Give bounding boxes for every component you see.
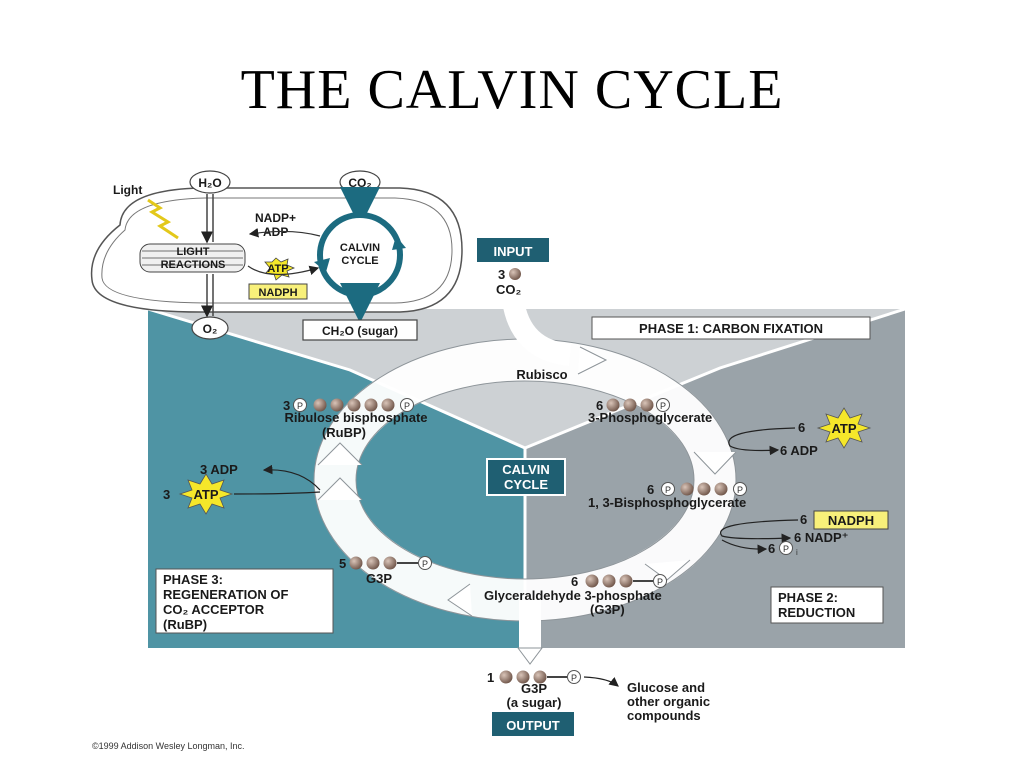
- phase2-label-2: REDUCTION: [778, 605, 855, 620]
- phase3-label-3: CO₂ ACCEPTOR: [163, 602, 265, 617]
- phase3-atp-count: 3: [163, 487, 170, 502]
- rubisco-label: Rubisco: [516, 367, 567, 382]
- phase3-label-1: PHASE 3:: [163, 572, 223, 587]
- g3p-molecule: 6 P Glyceraldehyde 3-phosphate (G3P): [484, 574, 667, 617]
- rubp-name: Ribulose bisphosphate: [284, 410, 427, 425]
- input-count: 3: [498, 267, 505, 282]
- light-bolt-icon: [147, 198, 179, 240]
- atp-starburst-phase3: [178, 473, 234, 515]
- input-header-box: [477, 238, 549, 262]
- nadph-overview-label: NADPH: [258, 287, 297, 299]
- phase1-atp: 6 ATP 6 ADP: [728, 407, 872, 458]
- phase2-label-box: [770, 586, 884, 624]
- g3p5-count: 5: [339, 556, 346, 571]
- nadph-box: [813, 510, 889, 530]
- phase1-atp-label: ATP: [831, 421, 856, 436]
- copyright: ©1999 Addison Wesley Longman, Inc.: [92, 741, 245, 751]
- input-section: INPUT 3 CO₂: [477, 238, 549, 297]
- pga-count: 6: [596, 398, 603, 413]
- sugar-label: CH₂O (sugar): [322, 324, 398, 338]
- output-product-3: compounds: [627, 708, 701, 723]
- svg-text:P: P: [657, 577, 663, 587]
- g3p5-name: G3P: [366, 571, 392, 586]
- pga-name: 3-Phosphoglycerate: [588, 410, 712, 425]
- light-reactions-label-2: REACTIONS: [161, 259, 226, 271]
- phase3-adp-label: 3 ADP: [200, 462, 238, 477]
- bpg-name: 1, 3-Bisphosphoglycerate: [588, 495, 746, 510]
- phase1-label: PHASE 1: CARBON FIXATION: [639, 321, 823, 336]
- sugar-box: [302, 319, 418, 341]
- co2-label: CO₂: [348, 176, 371, 190]
- nadp-plus-label: NADP+: [255, 211, 296, 225]
- svg-text:P: P: [404, 401, 410, 411]
- mini-calvin-label-1: CALVIN: [340, 242, 380, 254]
- output-product-2: other organic: [627, 694, 710, 709]
- input-co2: CO₂: [496, 282, 522, 297]
- svg-text:P: P: [571, 673, 577, 683]
- phase3-label-box: [155, 568, 334, 634]
- h2o-label: H₂O: [198, 176, 221, 190]
- phase1-adp-label: 6 ADP: [780, 443, 818, 458]
- atp-starburst-phase1: [816, 407, 872, 449]
- svg-text:P: P: [660, 401, 666, 411]
- carbon-atom: [509, 268, 521, 280]
- phase2-label-1: PHASE 2:: [778, 590, 838, 605]
- bpg-count: 6: [647, 482, 654, 497]
- h2o-bubble: [189, 170, 231, 194]
- mini-calvin-label-2: CYCLE: [341, 255, 378, 267]
- output-count: 1: [487, 670, 494, 685]
- phase3-atp-label: ATP: [193, 487, 218, 502]
- input-header: INPUT: [494, 244, 533, 259]
- svg-text:P: P: [783, 544, 789, 554]
- svg-text:P: P: [665, 485, 671, 495]
- center-calvin-box: [486, 458, 566, 496]
- g3p-count: 6: [571, 574, 578, 589]
- center-calvin-2: CYCLE: [504, 477, 548, 492]
- cycle-ring: [313, 298, 737, 665]
- nadph-overview-box: [248, 283, 308, 300]
- pga-molecule: 6 P 3-Phosphoglycerate: [588, 398, 712, 425]
- phase1-label-box: [591, 316, 871, 340]
- phase3-label-4: (RuBP): [163, 617, 207, 632]
- rubp-abbr: (RuBP): [322, 425, 366, 440]
- phase3-label-2: REGENERATION OF: [163, 587, 288, 602]
- g3p-name: Glyceraldehyde 3-phosphate: [484, 588, 662, 603]
- output-section: 1 P G3P (a sugar) OUTPUT Glucose and oth…: [487, 670, 710, 736]
- center-calvin-1: CALVIN: [502, 462, 549, 477]
- page-title: THE CALVIN CYCLE: [240, 59, 784, 121]
- pi-count: 6: [768, 541, 775, 556]
- svg-text:P: P: [297, 401, 303, 411]
- nadph-count: 6: [800, 512, 807, 527]
- output-note: (a sugar): [507, 695, 562, 710]
- bpg-molecule: 6 P P 1, 3-Bisphosphoglycerate: [588, 482, 747, 510]
- svg-text:i: i: [796, 548, 798, 557]
- g3p5-molecule: 5 P G3P: [339, 556, 432, 586]
- output-name: G3P: [521, 681, 547, 696]
- light-label: Light: [113, 183, 142, 197]
- chloroplast-overview: LIGHT REACTIONS Light H₂O O₂ CO₂ CALVIN …: [90, 170, 463, 341]
- output-header: OUTPUT: [506, 718, 560, 733]
- nadph-label: NADPH: [828, 513, 874, 528]
- nadp-label: 6 NADP⁺: [794, 530, 849, 545]
- g3p-abbr: (G3P): [590, 602, 625, 617]
- rubp-molecule: 3 P P Ribulose bisphosphate (RuBP): [283, 398, 428, 440]
- thylakoid-stack: [139, 243, 246, 273]
- svg-text:P: P: [422, 559, 428, 569]
- svg-text:P: P: [737, 485, 743, 495]
- phase2-nadph: 6 NADPH 6 NADP⁺ 6 P i: [720, 510, 889, 557]
- o2-bubble: [191, 316, 229, 340]
- pi-icon: [779, 541, 793, 555]
- phase3-atp: 3 ADP 3 ATP: [163, 462, 321, 515]
- rubp-count: 3: [283, 398, 290, 413]
- output-header-box: [492, 712, 574, 736]
- o2-label: O₂: [203, 322, 218, 336]
- atp-overview-label: ATP: [267, 263, 288, 275]
- output-product-1: Glucose and: [627, 680, 705, 695]
- light-reactions-label-1: LIGHT: [177, 246, 210, 258]
- phase1-atp-count: 6: [798, 420, 805, 435]
